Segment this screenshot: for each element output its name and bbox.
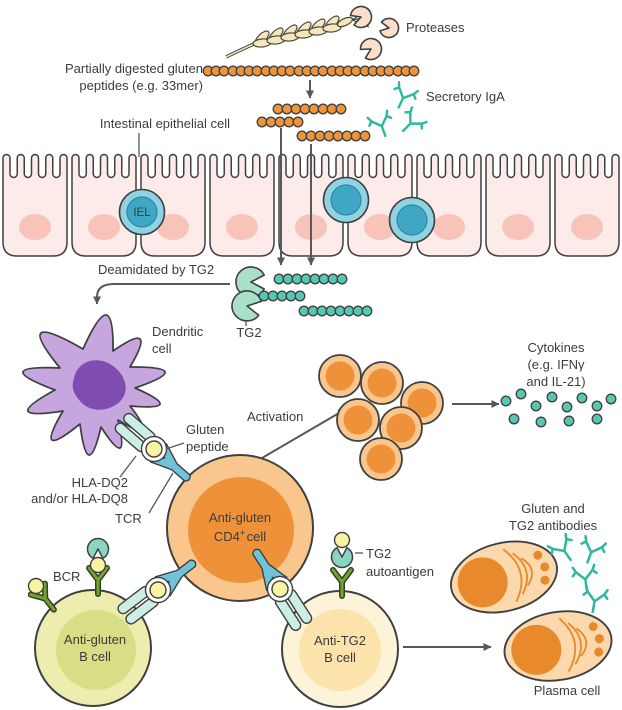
hla-label-line1: HLA-DQ2 <box>72 475 128 490</box>
bcr-label: BCR <box>53 569 80 584</box>
anti-gluten-b-label-line1: Anti-gluten <box>64 632 126 647</box>
dendritic-cell-label-line2: cell <box>152 341 172 356</box>
activation-label: Activation <box>247 409 303 424</box>
dendritic-nucleus <box>72 360 126 410</box>
cd4-nucleus <box>188 477 294 583</box>
tg2-autoantigen-label-line2: autoantigen <box>366 564 434 579</box>
bcr-icons <box>27 531 354 616</box>
cytokines-label-line3: and IL-21) <box>526 374 585 389</box>
tg2-icon <box>231 290 263 322</box>
arrow-to-dendritic-cell <box>93 283 230 305</box>
anti-tg2-b-nucleus <box>299 609 381 691</box>
protease-icon <box>359 37 383 61</box>
intraepithelial-lymphocytes: IEL <box>118 176 436 244</box>
cd4-cell-label-line1: Anti-gluten <box>209 510 271 525</box>
anti-gluten-b-nucleus <box>56 610 136 690</box>
partially-digested-label-line2: peptides (e.g. 33mer) <box>79 78 203 93</box>
gluten-peptide-fragments <box>256 103 371 142</box>
gluten-peptide-pointer <box>165 442 185 450</box>
gluten-peptide-label-line2: peptide <box>186 439 229 454</box>
anti-gluten-cd4-t-cell: Anti-gluten CD4+cell <box>166 454 314 602</box>
cytokines-label-line2: (e.g. IFNγ <box>527 357 585 372</box>
intestinal-epithelial-cell-label: Intestinal epithelial cell <box>100 116 230 131</box>
tg2-gluten-complex-icon <box>86 537 110 560</box>
activated-t-cell-cluster <box>318 354 444 481</box>
tg2-label: TG2 <box>236 325 261 340</box>
proteases-label: Proteases <box>406 20 465 35</box>
mhc-tcr-junction-antigluten-b-to-cd4 <box>114 551 204 628</box>
anti-gluten-b-cell: Anti-gluten B cell <box>34 589 152 707</box>
tcr-pointer <box>148 472 174 514</box>
secretory-iga-icons <box>365 80 429 142</box>
tcr-label: TCR <box>115 511 142 526</box>
wheat-icon <box>225 9 372 59</box>
iel-label: IEL <box>133 207 151 219</box>
anti-tg2-b-label-line1: Anti-TG2 <box>314 633 366 648</box>
protease-icon <box>349 5 373 29</box>
deamidated-label: Deamidated by TG2 <box>98 262 214 277</box>
tg2-autoantigen-label-line1: TG2 <box>366 546 391 561</box>
hla-label-line2: and/or HLA-DQ8 <box>31 491 128 506</box>
protease-icons <box>349 5 400 61</box>
gluten-peptide-chain-long <box>202 65 420 77</box>
plasma-cell-label: Plasma cell <box>534 683 601 698</box>
gluten-tg2-antibodies-label-line1: Gluten and <box>521 501 585 516</box>
anti-gluten-b-label-line2: B cell <box>79 649 111 664</box>
gluten-peptide-on-bcr <box>89 556 107 574</box>
cytokines-label-line1: Cytokines <box>527 340 585 355</box>
anti-tg2-b-label-line2: B cell <box>324 650 356 665</box>
gluten-tg2-antibodies-label-line2: TG2 antibodies <box>509 518 598 533</box>
deamidated-peptide-chains <box>258 273 373 317</box>
hla-pointer <box>119 455 137 478</box>
arrow-activation <box>261 408 347 459</box>
cd4-cell-label-line2: CD4+cell <box>214 528 266 544</box>
partially-digested-label-line1: Partially digested gluten <box>65 61 203 76</box>
tg2-autoantigen-icon <box>330 546 354 569</box>
gluten-peptide-label-line1: Gluten <box>186 422 224 437</box>
tg2-enzyme-icons <box>231 266 265 322</box>
dendritic-cell-label-line1: Dendritic <box>152 324 204 339</box>
secretory-iga-label: Secretory IgA <box>426 89 505 104</box>
gluten-peptide-on-bcr <box>27 577 45 595</box>
gluten-on-tg2-autoantigen <box>333 531 351 549</box>
protease-icon <box>379 17 400 39</box>
cytokine-dots <box>500 388 617 428</box>
